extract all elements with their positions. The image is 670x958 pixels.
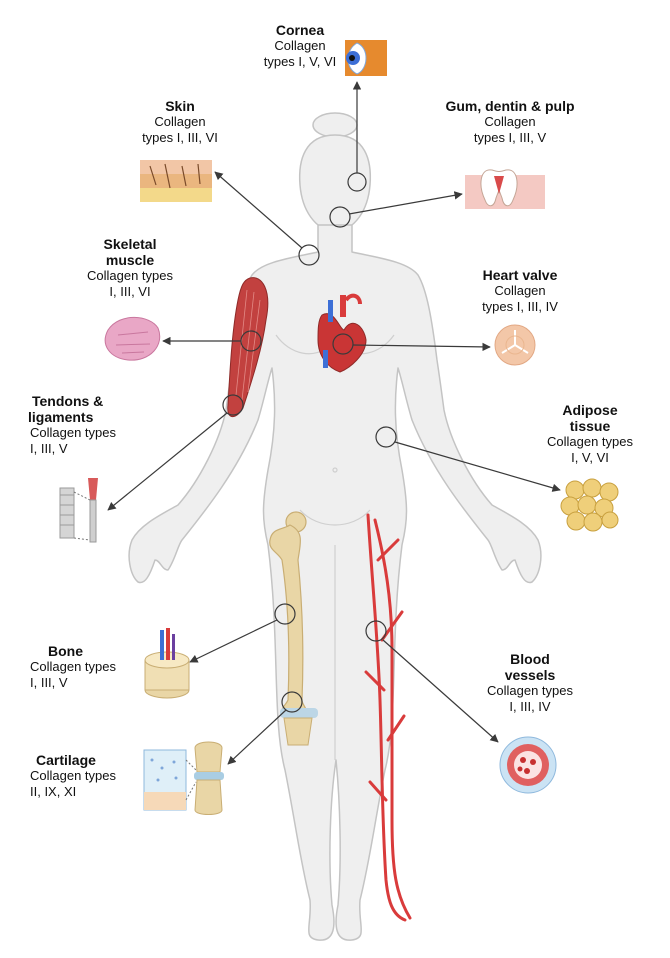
knee-joint (280, 708, 318, 746)
gum-title: Gum, dentin & pulp (445, 98, 575, 114)
adipose-line-2: I, V, VI (571, 450, 609, 465)
pointer-circles (222, 172, 397, 713)
leg-blood-vessels (364, 513, 412, 922)
gum-line-1: Collagen (484, 114, 536, 129)
bone-title: Bone (48, 643, 83, 659)
fat-cells-icon (560, 478, 619, 532)
blood-line-2: I, III, IV (509, 699, 551, 714)
skin-layers-icon (140, 160, 212, 202)
cartilage-label: Cartilage Collagen types II, IX, XI (20, 752, 140, 800)
heart-organ (317, 293, 367, 373)
tendons-line-1: Collagen types (30, 425, 116, 440)
eye-icon (345, 40, 387, 76)
muscle-label: Skeletal muscle Collagen types I, III, V… (70, 236, 190, 300)
pointer-arrows (107, 81, 561, 765)
knee-cartilage-icon (143, 741, 224, 815)
adipose-line-1: Collagen types (547, 434, 633, 449)
cornea-line-1: Collagen (274, 38, 326, 53)
gum-label: Gum, dentin & pulp Collagen types I, III… (410, 98, 610, 146)
muscle-title-2: muscle (105, 252, 155, 268)
femur-bone (269, 511, 308, 716)
blood-title-1: Blood (510, 651, 550, 667)
human-body-silhouette (128, 112, 542, 941)
cartilage-line-1: Collagen types (30, 768, 116, 783)
muscle-line-1: Collagen types (87, 268, 173, 283)
skin-title: Skin (165, 98, 195, 114)
blood-vessels-label: Blood vessels Collagen types I, III, IV (470, 651, 590, 715)
cartilage-title: Cartilage (36, 752, 96, 768)
cornea-label: Cornea Collagen types I, V, VI (240, 22, 360, 70)
blood-title-2: vessels (504, 667, 556, 683)
muscle-line-2: I, III, VI (109, 284, 151, 299)
muscle-tissue-icon (104, 316, 161, 361)
skin-line-2: types I, III, VI (142, 130, 218, 145)
tendons-label: Tendons & ligaments Collagen types I, II… (18, 393, 138, 457)
tendons-title-1: Tendons & (32, 393, 104, 409)
gum-line-2: types I, III, V (473, 130, 547, 145)
cornea-line-2: types I, V, VI (263, 54, 337, 69)
tooth-icon (465, 169, 545, 209)
tendon-icon (59, 478, 98, 543)
heart-valve-title: Heart valve (482, 267, 558, 283)
tendons-line-2: I, III, V (30, 441, 68, 456)
heart-valve-line-2: types I, III, IV (482, 299, 558, 314)
blood-vessel-icon (499, 736, 557, 794)
cornea-title: Cornea (275, 22, 325, 38)
adipose-title-2: tissue (569, 418, 611, 434)
bone-section-icon (144, 628, 190, 699)
tendons-title-2: ligaments (28, 409, 94, 425)
bone-line-2: I, III, V (30, 675, 68, 690)
heart-valve-label: Heart valve Collagen types I, III, IV (460, 267, 580, 315)
cartilage-line-2: II, IX, XI (30, 784, 77, 799)
bone-line-1: Collagen types (30, 659, 116, 674)
skin-line-1: Collagen (154, 114, 206, 129)
blood-line-1: Collagen types (487, 683, 573, 698)
bone-label: Bone Collagen types I, III, V (20, 643, 140, 691)
heart-valve-line-1: Collagen (494, 283, 546, 298)
skin-label: Skin Collagen types I, III, VI (120, 98, 240, 146)
heart-valve-icon (494, 324, 536, 366)
adipose-title-1: Adipose (562, 402, 618, 418)
muscle-title-1: Skeletal (103, 236, 157, 252)
adipose-label: Adipose tissue Collagen types I, V, VI (530, 402, 650, 466)
